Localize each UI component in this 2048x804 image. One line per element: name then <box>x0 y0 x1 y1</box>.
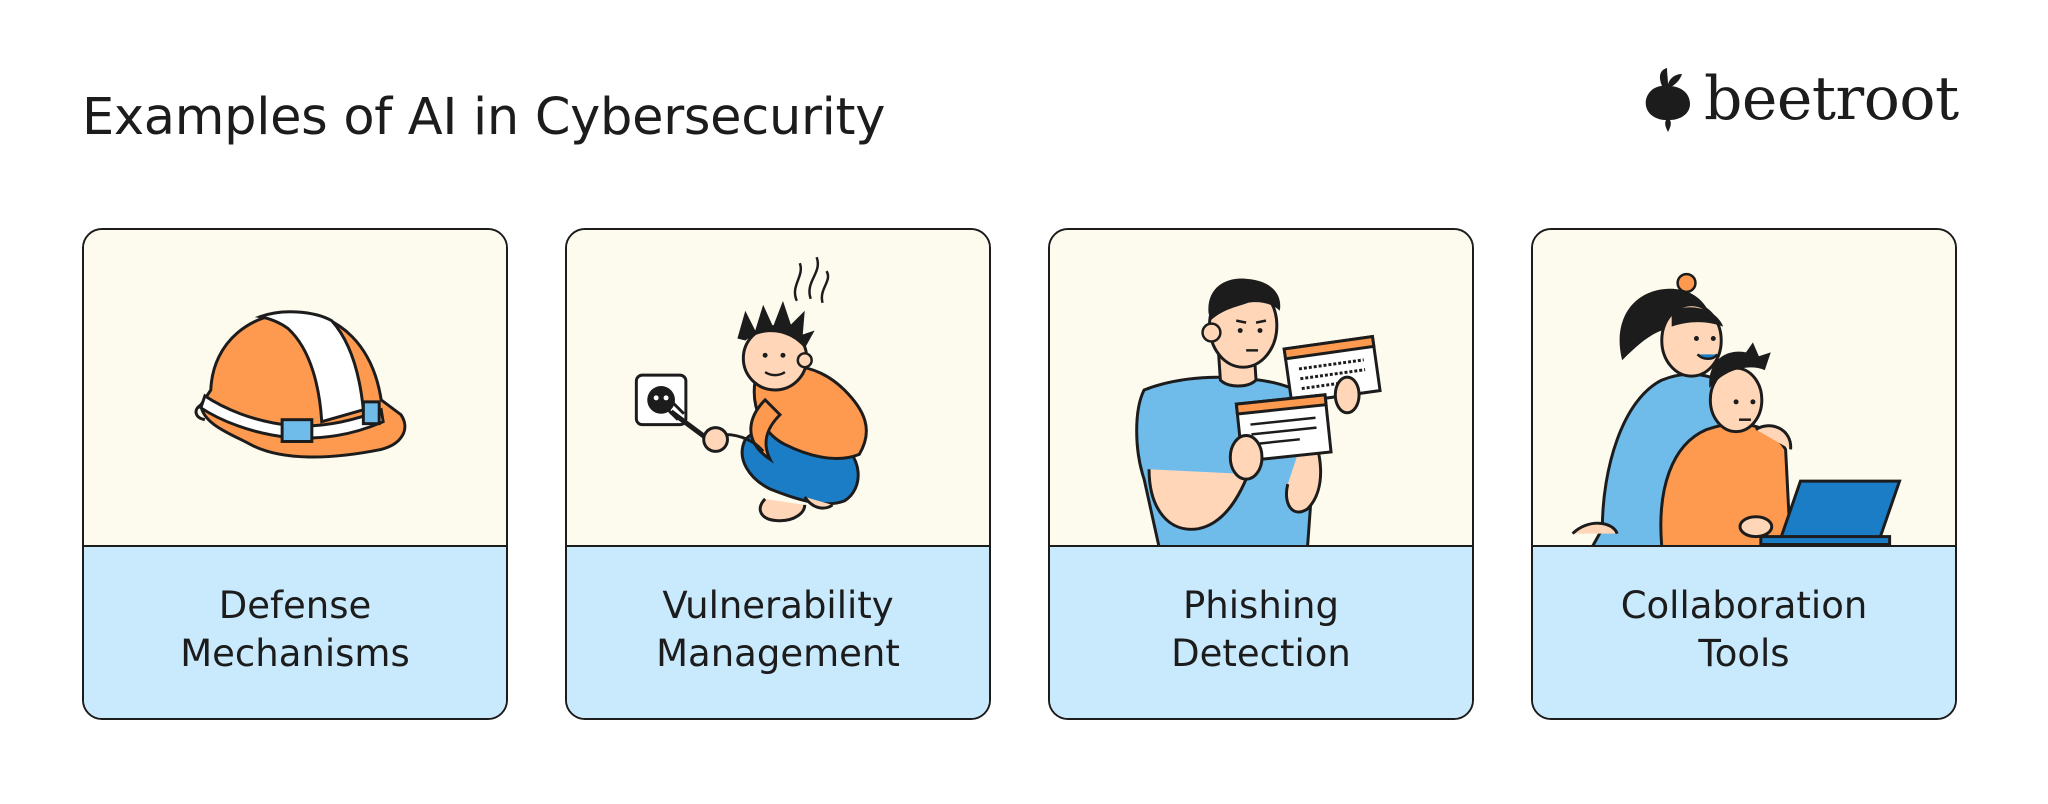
card-collaboration-tools: Collaboration Tools <box>1531 228 1957 720</box>
card-label-line: Vulnerability <box>662 583 894 627</box>
brand-logo: beetroot <box>1640 64 1959 134</box>
page-title: Examples of AI in Cybersecurity <box>82 88 886 147</box>
people-at-laptop-icon <box>1571 272 1902 545</box>
card-label-line: Phishing <box>1183 583 1339 627</box>
card-label: Phishing Detection <box>1050 547 1472 718</box>
card-label-line: Defense <box>218 583 372 627</box>
card-illustration <box>1050 230 1472 547</box>
card-label-line: Mechanisms <box>180 631 410 675</box>
card-defense-mechanisms: Defense Mechanisms <box>82 228 508 720</box>
card-label-line: Tools <box>1698 631 1790 675</box>
card-illustration <box>84 230 506 547</box>
safety-helmet-icon <box>194 310 407 459</box>
card-label: Collaboration Tools <box>1533 547 1955 718</box>
card-vulnerability-management: Vulnerability Management <box>565 228 991 720</box>
beetroot-logo-icon <box>1645 68 1690 132</box>
person-reading-emails-icon <box>1135 278 1382 545</box>
person-unplugging-socket-icon <box>634 256 868 523</box>
card-phishing-detection: Phishing Detection <box>1048 228 1474 720</box>
examples-cards: Defense Mechanisms <box>82 228 1957 720</box>
card-illustration <box>1533 230 1955 547</box>
brand-name: beetroot <box>1704 64 1959 134</box>
card-label-line: Collaboration <box>1620 583 1868 627</box>
card-label-line: Management <box>656 631 900 675</box>
card-label: Vulnerability Management <box>567 547 989 718</box>
card-illustration <box>567 230 989 547</box>
card-label-line: Detection <box>1171 631 1351 675</box>
card-label: Defense Mechanisms <box>84 547 506 718</box>
